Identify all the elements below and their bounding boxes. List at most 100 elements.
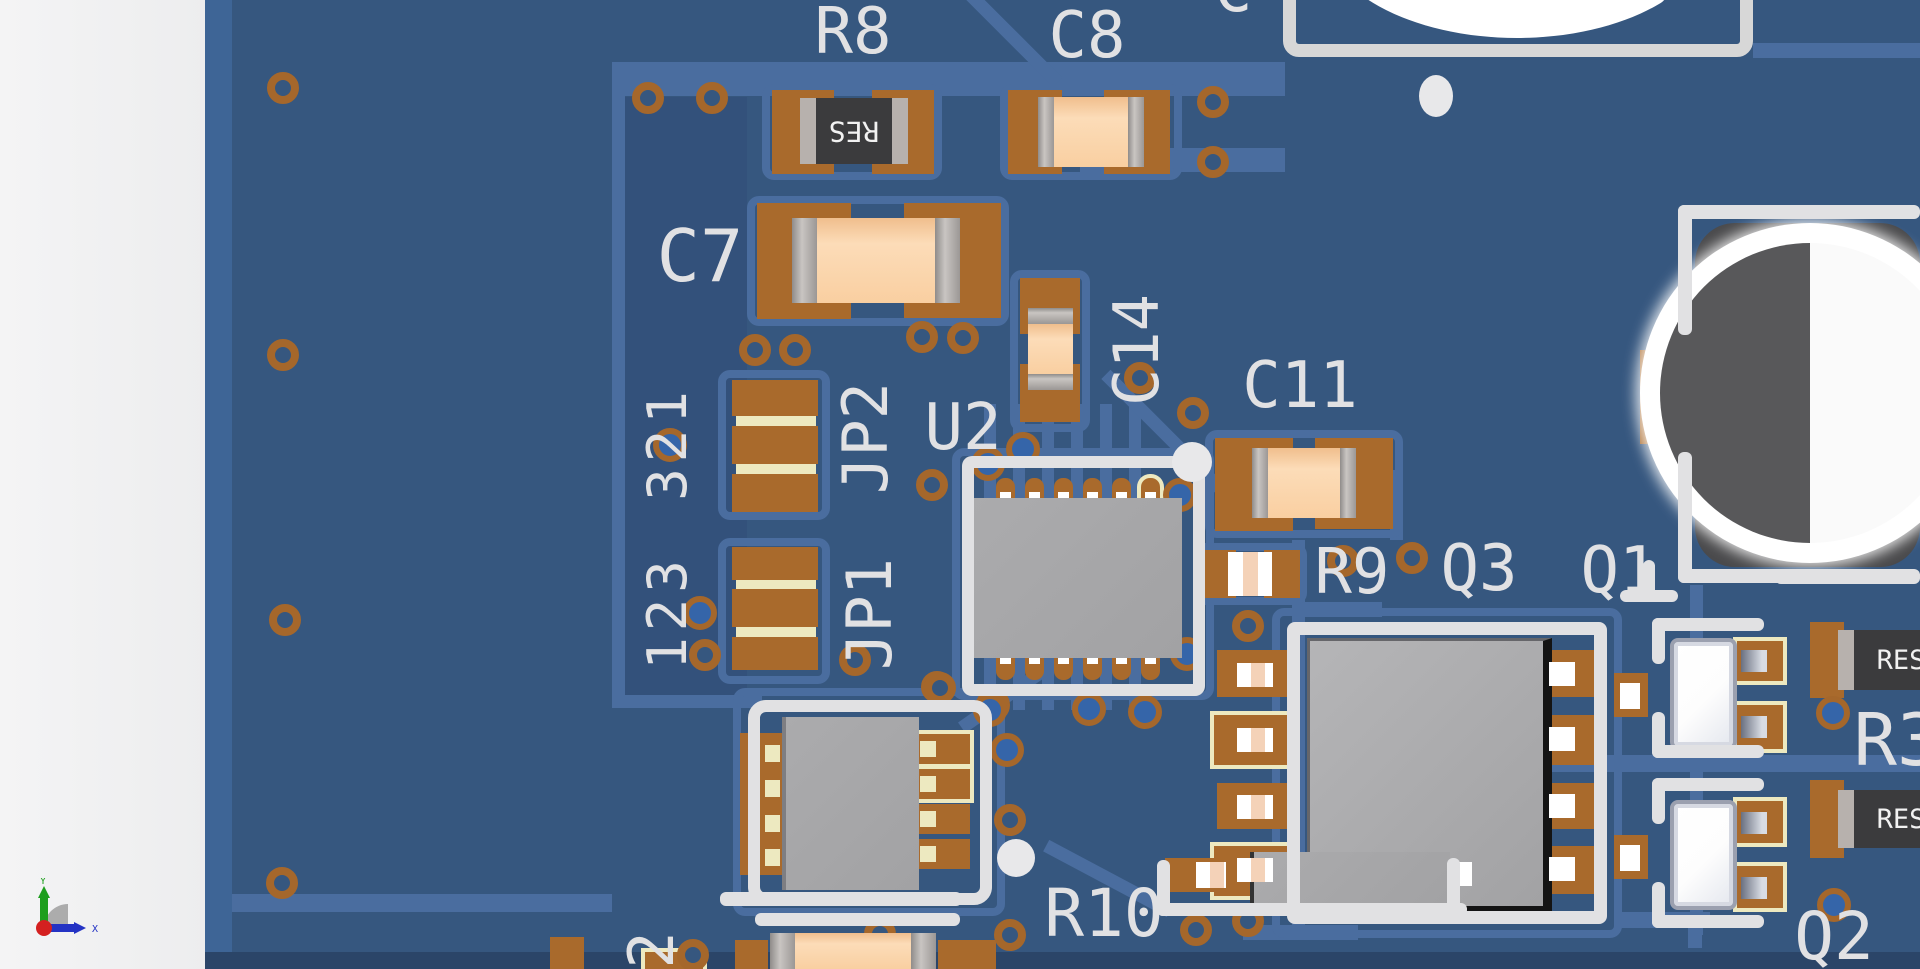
via[interactable]: [632, 82, 664, 114]
via[interactable]: [1396, 542, 1428, 574]
via[interactable]: [1180, 914, 1212, 946]
via[interactable]: [267, 72, 299, 104]
resistor-part: [1838, 790, 1854, 848]
courtyard-outline: [1010, 270, 1090, 432]
via[interactable]: [1817, 888, 1851, 922]
via[interactable]: [906, 321, 938, 353]
cap-part: [792, 218, 817, 303]
capacitor-C7[interactable]: [792, 218, 960, 303]
resistor-right-top[interactable]: RES: [1838, 630, 1920, 690]
capacitor-bottom[interactable]: [770, 933, 936, 969]
designator-U2[interactable]: U2: [924, 391, 1002, 465]
via[interactable]: [739, 334, 771, 366]
copper-trace: [1545, 755, 1920, 772]
via[interactable]: [266, 867, 298, 899]
via[interactable]: [994, 919, 1026, 951]
capacitor-C11[interactable]: [1252, 448, 1356, 518]
solder-pad[interactable]: [550, 937, 584, 969]
solder-pad[interactable]: [732, 589, 818, 627]
copper-keepout: [625, 97, 747, 697]
via[interactable]: [947, 322, 979, 354]
silkscreen-dot: [1172, 442, 1212, 482]
capacitor-C14[interactable]: [1028, 308, 1073, 390]
ic-Q4[interactable]: [782, 717, 919, 890]
solder-pad[interactable]: [938, 940, 996, 969]
solder-pad[interactable]: [732, 547, 818, 580]
via[interactable]: [269, 604, 301, 636]
solder-paste: [1620, 683, 1640, 709]
trimpot-dial[interactable]: [1660, 243, 1920, 543]
via[interactable]: [994, 804, 1026, 836]
cap-part: [795, 933, 911, 969]
via[interactable]: [779, 334, 811, 366]
designator-Q1[interactable]: Q1: [1580, 534, 1658, 608]
resistor-right-bottom[interactable]: RES: [1838, 790, 1920, 848]
via[interactable]: [267, 339, 299, 371]
designator-R3[interactable]: R3: [1853, 698, 1920, 782]
via[interactable]: [1128, 695, 1162, 729]
via[interactable]: [683, 596, 717, 630]
jumper-pin: [736, 627, 816, 637]
via[interactable]: [1197, 86, 1229, 118]
paste-tip: [1116, 656, 1127, 664]
designator-123[interactable]: 123: [636, 554, 699, 670]
via[interactable]: [990, 733, 1024, 767]
solder-paste-tint: [1243, 552, 1258, 596]
solder-pad[interactable]: [735, 940, 768, 969]
ic-U2[interactable]: [968, 498, 1182, 658]
via[interactable]: [916, 469, 948, 501]
designator-JP2[interactable]: JP2: [829, 382, 902, 494]
transistor-Q1[interactable]: [1670, 638, 1737, 750]
capacitor-C8[interactable]: [1038, 97, 1144, 167]
designator-C14[interactable]: C14: [1100, 294, 1173, 406]
solder-pad[interactable]: [732, 426, 818, 464]
via[interactable]: [689, 639, 721, 671]
solder-paste-tint: [1210, 862, 1224, 888]
transistor-Q2[interactable]: [1670, 800, 1737, 910]
y-axis-arrow: [38, 886, 50, 898]
designator-R10[interactable]: R10: [1044, 875, 1164, 952]
designator-C[interactable]: C: [1214, 0, 1253, 22]
resistor-part: [1854, 790, 1920, 848]
jumper-pin: [736, 580, 816, 589]
silkscreen-line: [1678, 205, 1920, 219]
solder-pad[interactable]: [732, 637, 818, 670]
cap-part: [1268, 448, 1340, 518]
solder-pad[interactable]: [732, 474, 818, 512]
via[interactable]: [1197, 146, 1229, 178]
via[interactable]: [1232, 610, 1264, 642]
via[interactable]: [1327, 545, 1359, 577]
via[interactable]: [839, 644, 871, 676]
via[interactable]: [1124, 362, 1156, 394]
designator-JP1[interactable]: JP1: [833, 558, 906, 670]
axis-gizmo-icon[interactable]: Y X: [14, 878, 114, 948]
resistor-R8[interactable]: RES: [800, 98, 908, 164]
courtyard-outline: [718, 538, 830, 684]
via[interactable]: [677, 939, 709, 969]
designator-C7[interactable]: C7: [656, 214, 744, 298]
designator-R8[interactable]: R8: [814, 0, 892, 69]
solder-paste: [1549, 727, 1575, 751]
courtyard-outline: [1272, 608, 1622, 938]
designator-321[interactable]: 321: [636, 385, 699, 501]
via[interactable]: [1177, 397, 1209, 429]
via[interactable]: [696, 82, 728, 114]
resistor-part: [800, 98, 816, 164]
designator-C8[interactable]: C8: [1048, 0, 1126, 73]
silkscreen-line: [1652, 778, 1665, 824]
jumper-pin: [736, 416, 816, 426]
designator-Q3[interactable]: Q3: [1440, 532, 1518, 606]
via[interactable]: [1816, 696, 1850, 730]
via[interactable]: [653, 428, 687, 462]
solder-paste-tint: [1251, 795, 1265, 819]
designator-R9[interactable]: R9: [1314, 535, 1390, 608]
designator-C11[interactable]: C11: [1242, 349, 1358, 423]
designator-Q2[interactable]: Q2: [1794, 898, 1874, 969]
solder-pad[interactable]: [732, 380, 818, 416]
via[interactable]: [1072, 692, 1106, 726]
jumper-pin: [920, 741, 936, 757]
cap-part: [1028, 374, 1073, 390]
cap-part: [770, 933, 795, 969]
courtyard-outline: [762, 84, 942, 180]
designator-2[interactable]: 2: [615, 931, 688, 969]
